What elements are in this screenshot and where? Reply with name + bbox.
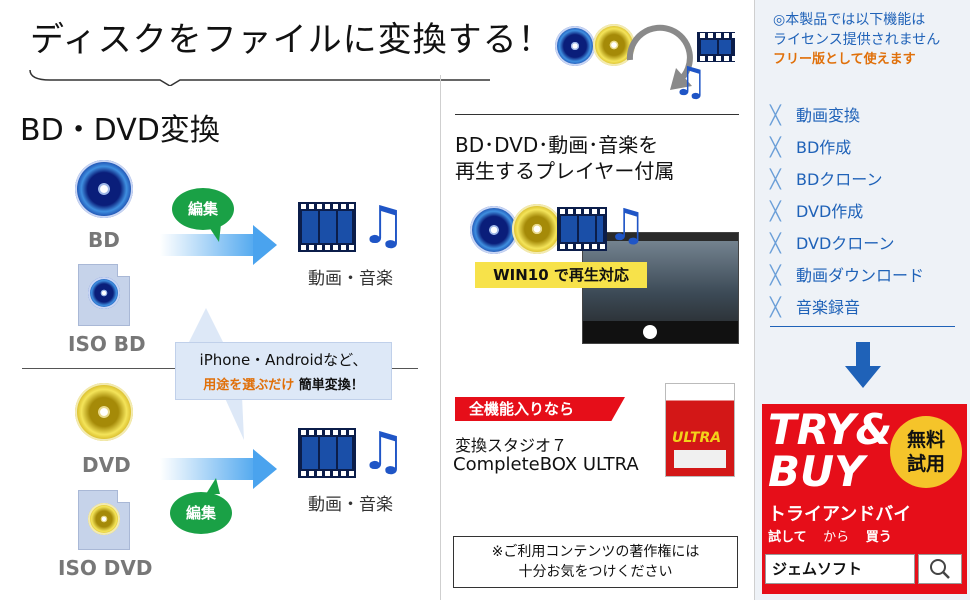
film-strip-icon xyxy=(697,32,735,62)
win10-badge: WIN10 で再生対応 xyxy=(475,262,647,288)
play-button-icon xyxy=(643,325,657,339)
small-line-a: 試して xyxy=(768,530,807,545)
player-controls xyxy=(583,321,738,343)
info-balloon-pointers xyxy=(188,308,244,440)
small-line-b: から xyxy=(823,530,850,545)
info-line2-tail: 簡単変換！ xyxy=(298,378,364,393)
notice-line1: ※ご利用コンテンツの著作権には xyxy=(491,544,700,560)
player-title-line2: 再生するプレイヤー付属 xyxy=(455,159,675,183)
music-note-icon-top: ♫ xyxy=(360,196,407,256)
iso-bd-label: ISO BD xyxy=(68,332,146,356)
license-note: ◎本製品では以下機能は ライセンス提供されません フリー版として使えます xyxy=(773,10,940,70)
search-button[interactable] xyxy=(918,554,962,584)
dvd-label: DVD xyxy=(82,453,131,477)
headline: ディスクをファイルに変換する！ xyxy=(30,20,553,60)
film-strip-icon-top xyxy=(298,202,356,252)
edit-bubble-top: 編集 xyxy=(172,188,234,230)
cross-icon: ╳ xyxy=(770,233,781,254)
bd-label: BD xyxy=(88,228,120,252)
feature-item-6: ╳音楽録音 xyxy=(770,297,861,318)
free-badge-line1: 無料 xyxy=(906,429,945,451)
iso-dvd-file-icon xyxy=(78,490,130,550)
edit-bubble-bottom-tail xyxy=(206,478,220,494)
license-note-line3: フリー版として使えます xyxy=(773,52,916,67)
cross-icon: ╳ xyxy=(770,105,781,126)
try-buy-katakana: トライアンドバイ xyxy=(768,504,912,525)
feature-item-1: ╳BD作成 xyxy=(770,137,852,158)
player-film-icon xyxy=(557,207,607,251)
cross-icon: ╳ xyxy=(770,297,781,318)
divider-left xyxy=(440,75,441,600)
info-line2: 用途を選ぶだけ 簡単変換！ xyxy=(176,374,391,393)
free-badge-line2: 試用 xyxy=(906,453,945,475)
feature-item-4: ╳DVDクローン xyxy=(770,233,895,254)
product-box-image: ULTRA xyxy=(665,383,735,477)
player-title: BD･DVD･動画･音楽を 再生するプレイヤー付属 xyxy=(455,132,674,184)
edit-bubble-bottom: 編集 xyxy=(170,492,232,534)
convert-cycle-icon xyxy=(626,24,693,90)
feature-item-2: ╳BDクローン xyxy=(770,169,883,190)
try-buy-line2: BUY xyxy=(768,447,865,496)
license-note-line1: ◎本製品では以下機能は xyxy=(773,12,926,28)
cross-icon: ╳ xyxy=(770,201,781,222)
cross-icon: ╳ xyxy=(770,137,781,158)
small-line-c: 買う xyxy=(865,530,892,545)
search-icon xyxy=(930,559,950,579)
product-name-line2: CompleteBOX ULTRA xyxy=(453,454,639,475)
player-title-line1: BD･DVD･動画･音楽を xyxy=(455,133,659,157)
divider-right xyxy=(754,0,755,600)
info-line1: iPhone・Androidなど、 xyxy=(199,351,368,369)
iso-dvd-label: ISO DVD xyxy=(58,556,153,580)
bd-disc-icon xyxy=(75,160,133,218)
product-ribbon: 全機能入りなら xyxy=(455,397,625,421)
output-label-top: 動画・音楽 xyxy=(308,269,393,289)
convert-arrow-bottom-bar xyxy=(160,458,255,480)
music-note-icon-bottom: ♫ xyxy=(360,422,407,482)
divider-middle-top xyxy=(455,114,739,115)
blue-disc-icon xyxy=(555,26,595,66)
cross-icon: ╳ xyxy=(770,265,781,286)
section-title-conversion: BD・DVD変換 xyxy=(20,113,220,148)
headline-underline xyxy=(29,69,490,86)
output-label-bottom: 動画・音楽 xyxy=(308,495,393,515)
convert-arrow-top-bar xyxy=(160,234,255,256)
cross-icon: ╳ xyxy=(770,169,781,190)
convert-arrow-bottom-head xyxy=(253,449,277,489)
try-buy-line1: TRY& xyxy=(768,405,893,454)
search-input[interactable]: ジェムソフト xyxy=(765,554,915,584)
player-screenshot xyxy=(582,232,739,344)
player-music-note-icon: ♫ xyxy=(607,200,647,251)
player-blue-disc-icon xyxy=(470,206,518,254)
music-note-icon: ♫ xyxy=(672,59,708,105)
product-name-line1: 変換スタジオ７ xyxy=(455,436,568,455)
info-balloon: iPhone・Androidなど、 用途を選ぶだけ 簡単変換！ xyxy=(175,342,392,400)
dvd-disc-icon xyxy=(75,383,133,441)
player-gold-disc-icon xyxy=(512,204,562,254)
feature-item-3: ╳DVD作成 xyxy=(770,201,864,222)
copyright-notice: ※ご利用コンテンツの著作権には 十分お気をつけください xyxy=(453,536,738,588)
product-box-strip xyxy=(674,450,726,468)
down-arrow-icon xyxy=(845,342,881,388)
iso-bd-file-icon xyxy=(78,264,130,326)
convert-arrow-top-head xyxy=(253,225,277,265)
product-box-title: ULTRA xyxy=(672,430,722,446)
free-trial-badge: 無料 試用 xyxy=(890,416,962,488)
player-titlebar xyxy=(583,233,738,241)
license-note-line2: ライセンス提供されません xyxy=(773,32,941,48)
try-buy-small: 試して から 買う xyxy=(768,526,892,545)
edit-bubble-top-tail xyxy=(207,224,221,242)
notice-line2: 十分お気をつけください xyxy=(518,564,673,580)
panel-divider xyxy=(770,326,955,327)
info-line2-highlight: 用途を選ぶだけ xyxy=(203,378,295,393)
feature-item-0: ╳動画変換 xyxy=(770,105,861,126)
feature-item-5: ╳動画ダウンロード xyxy=(770,265,925,286)
film-strip-icon-bottom xyxy=(298,428,356,478)
